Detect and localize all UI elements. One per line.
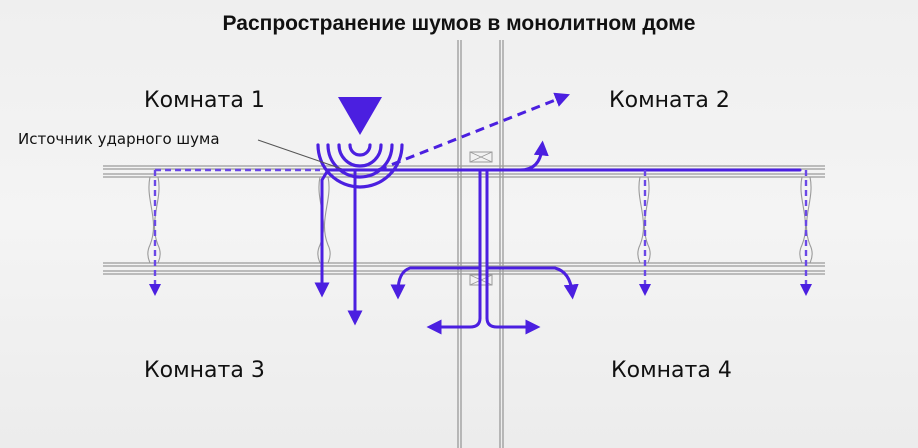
impact-noise-triangle-icon: [338, 97, 382, 135]
airborne-noise-arrow: [377, 92, 570, 172]
room-3-label: Комната 3: [144, 358, 265, 383]
diagram-title: Распространение шумов в монолитном доме: [222, 12, 696, 35]
flanking-noise-paths: [149, 168, 812, 296]
floor-supports: [147, 176, 813, 264]
source-leader-line: [257, 139, 346, 171]
impact-source-label: Источник ударного шума: [18, 130, 220, 148]
room-4-label: Комната 4: [611, 358, 732, 383]
room-1-label: Комната 1: [144, 88, 265, 113]
structure-borne-noise-paths: [314, 140, 802, 335]
lower-floor-slab: [103, 262, 825, 275]
room-2-label: Комната 2: [609, 88, 730, 113]
